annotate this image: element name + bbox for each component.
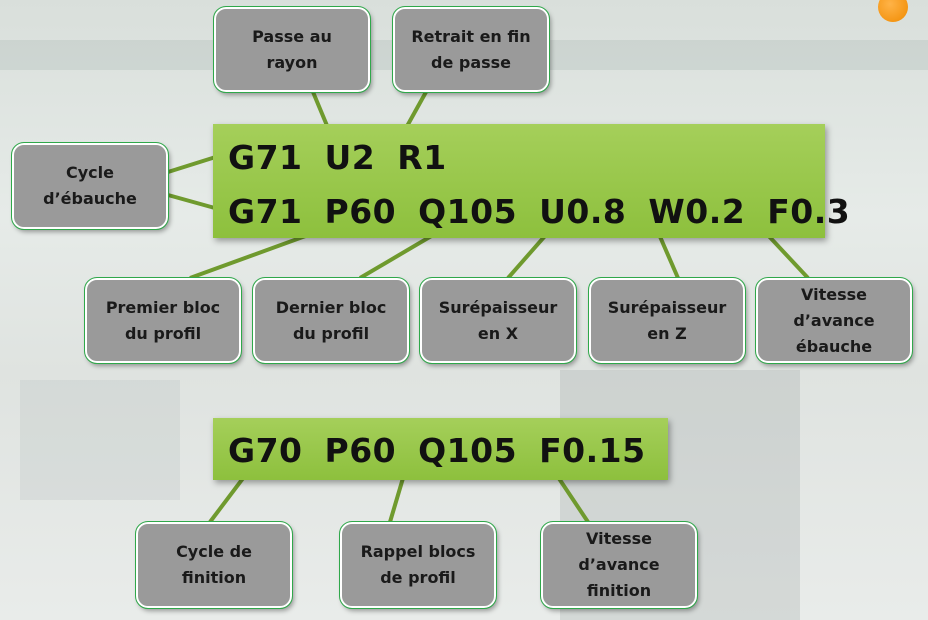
callout-dernier-bloc: Dernier bloc du profil bbox=[252, 277, 410, 364]
callout-rappel-blocs: Rappel blocs de profil bbox=[339, 521, 497, 609]
connector-vitesse-ebauche bbox=[763, 230, 810, 280]
code-q105: Q105 bbox=[418, 192, 518, 231]
finish-cycle-code-bar: G70 P60 Q105 F0.15 bbox=[213, 418, 668, 480]
callout-premier-bloc: Premier bloc du profil bbox=[84, 277, 242, 364]
rough-cycle-line-1: G71 U2 R1 bbox=[228, 138, 447, 177]
orange-dot-icon bbox=[878, 0, 908, 22]
callout-surep-z: Surépaisseur en Z bbox=[588, 277, 746, 364]
code-u2: U2 bbox=[324, 138, 376, 177]
callout-cycle-finition: Cycle de finition bbox=[135, 521, 293, 609]
callout-vitesse-ebauche: Vitesse d’avance ébauche bbox=[755, 277, 913, 364]
code-g71: G71 bbox=[228, 138, 303, 177]
code-f0-15: F0.15 bbox=[539, 431, 646, 470]
callout-vitesse-finition: Vitesse d’avance finition bbox=[540, 521, 698, 609]
connector-surep-z bbox=[656, 231, 680, 279]
rough-cycle-line-2: G71 P60 Q105 U0.8 W0.2 F0.3 bbox=[228, 192, 850, 231]
code-g70: G70 bbox=[228, 431, 303, 470]
connector-passe-rayon bbox=[311, 91, 330, 129]
code-p60: P60 bbox=[324, 192, 397, 231]
connector-retrait bbox=[404, 91, 428, 129]
code-u0-8: U0.8 bbox=[539, 192, 627, 231]
code-g71: G71 bbox=[228, 192, 303, 231]
code-p60: P60 bbox=[324, 431, 397, 470]
callout-passe-rayon: Passe au rayon bbox=[213, 6, 371, 93]
finish-cycle-line: G70 P60 Q105 F0.15 bbox=[228, 431, 646, 470]
code-f0-3: F0.3 bbox=[767, 192, 851, 231]
code-q105: Q105 bbox=[418, 431, 518, 470]
callout-surep-x: Surépaisseur en X bbox=[419, 277, 577, 364]
code-r1: R1 bbox=[397, 138, 447, 177]
callout-retrait: Retrait en fin de passe bbox=[392, 6, 550, 93]
callout-cycle-ebauche: Cycle d’ébauche bbox=[11, 142, 169, 230]
code-w0-2: W0.2 bbox=[648, 192, 746, 231]
